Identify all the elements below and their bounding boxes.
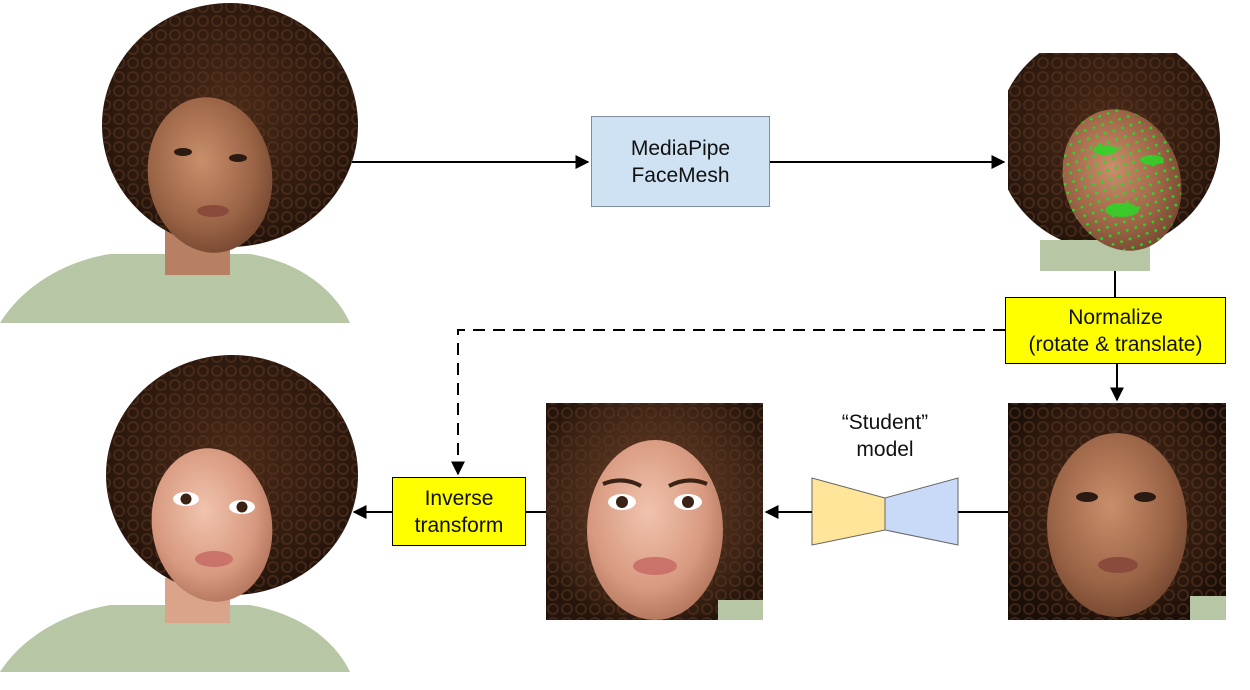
landmarks-photo xyxy=(1008,53,1223,271)
normalized-photo xyxy=(1008,403,1226,620)
facemesh-box: MediaPipe FaceMesh xyxy=(591,116,770,207)
inverse-line1: Inverse xyxy=(424,486,494,510)
input-photo xyxy=(0,3,358,323)
encoder-trapezoid xyxy=(811,477,886,546)
normalize-box: Normalize (rotate & translate) xyxy=(1005,297,1226,364)
dashed-transform-arrow xyxy=(451,329,1005,476)
decoder-trapezoid xyxy=(884,477,959,546)
student-model-label: “Student” model xyxy=(815,409,955,463)
student-model-shape xyxy=(811,477,959,546)
stylized-face xyxy=(546,403,763,620)
student-label-line2: model xyxy=(856,438,914,461)
face-mesh-landmarks xyxy=(1062,109,1182,251)
facemesh-line2: FaceMesh xyxy=(631,163,730,187)
normalize-line1: Normalize xyxy=(1068,305,1163,329)
inverse-line2: transform xyxy=(414,513,504,537)
output-photo xyxy=(0,355,358,672)
facemesh-line1: MediaPipe xyxy=(630,136,731,160)
normalize-line2: (rotate & translate) xyxy=(1028,332,1203,356)
inverse-transform-box: Inverse transform xyxy=(392,477,526,546)
student-label-line1: “Student” xyxy=(841,411,929,434)
